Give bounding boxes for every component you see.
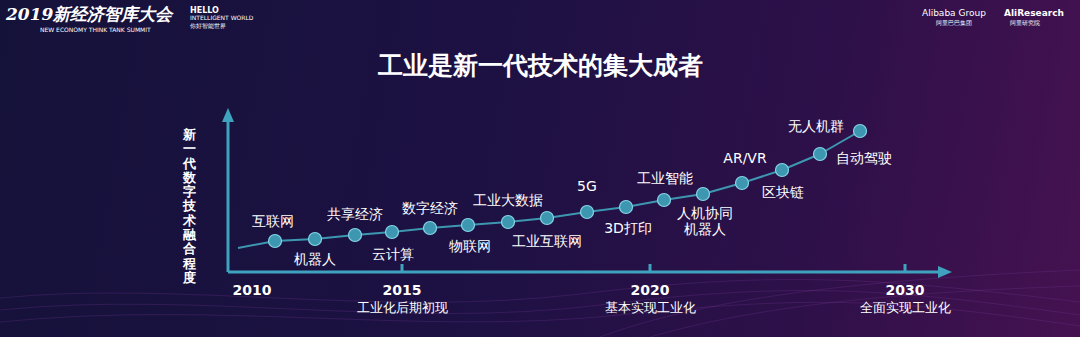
axis-arrowhead [938,266,952,278]
company-logo: Alibaba Group [922,8,986,18]
logo-text: NEW ECONOMY THINK TANK SUMMIT [40,27,151,34]
wave-line [600,270,1080,337]
milestone-label: AR/VR [723,150,766,166]
milestone-dot [697,188,710,201]
year-label: 2010 [233,282,272,298]
milestone-dot [854,125,867,138]
milestone-dot [658,194,671,207]
axes [228,120,940,272]
milestone-dots [269,125,867,248]
wave-line [650,286,1080,337]
axis-title: 新一代数字技术融合程度 [183,128,196,285]
milestone-label: 机器人 [294,251,336,267]
milestone-dot [269,235,282,248]
stage-label: 全面实现工业化 [860,301,951,316]
logo-text: 你好智能世界 [190,23,226,30]
milestone-label: 工业大数据 [473,192,543,208]
milestone-label: 云计算 [372,246,414,262]
milestone-dot [386,226,399,239]
year-label: 2030 [886,282,925,298]
slide-title: 工业是新一代技术的集大成者 [378,52,703,81]
year-label: 2015 [383,282,422,298]
milestone-label: 人机协同 机器人 [675,205,735,237]
milestone-dot [424,222,437,235]
milestone-label: 物联网 [449,238,491,254]
milestone-label: 互联网 [252,213,294,229]
milestone-label: 区块链 [762,184,804,200]
milestone-dot [620,201,633,214]
background-waves [0,270,1080,337]
milestone-label: 5G [577,178,597,194]
milestone-dot [502,216,515,229]
logo-text: INTELLIGENT WORLD [190,15,253,22]
milestone-label: 工业互联网 [512,233,582,249]
milestone-dot [462,219,475,232]
milestone-dot [814,148,827,161]
milestone-dot [581,206,594,219]
company-logo: AliResearch [1004,8,1064,18]
milestone-dot [349,229,362,242]
axis-tick [401,264,404,272]
milestone-label: 数字经济 [402,200,458,216]
milestone-dot [736,177,749,190]
company-logo: 阿里巴巴集团 [936,20,972,27]
trend-curve [238,131,860,248]
milestone-dot [309,233,322,246]
year-label: 2020 [631,282,670,298]
axis-tick [904,264,907,272]
stage-label: 基本实现工业化 [605,301,696,316]
milestone-label: 3D打印 [604,220,652,236]
milestone-dot [541,212,554,225]
x-axis [228,271,940,274]
milestone-label: 自动驾驶 [836,150,892,166]
logo-text: HELLO [190,6,219,15]
event-logo: 2019新经济智库大会 [6,5,172,25]
y-axis [227,120,230,272]
company-logo: 阿里研究院 [1010,20,1040,27]
axis-arrowhead [222,108,234,122]
axis-tick [649,264,652,272]
milestone-label: 共享经济 [327,206,383,222]
wave-line [0,280,1080,303]
milestone-label: 无人机群 [788,118,844,134]
milestone-label: 工业智能 [637,170,693,186]
milestone-dot [776,164,789,177]
stage-label: 工业化后期初现 [357,301,448,316]
